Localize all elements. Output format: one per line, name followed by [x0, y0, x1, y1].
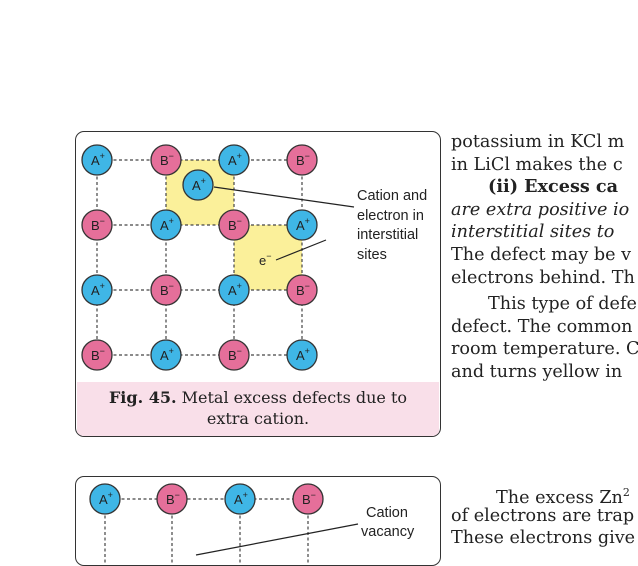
anion-ion: B− — [218, 339, 250, 371]
cation-ion: A+ — [182, 169, 214, 201]
annotation-cation-electron: Cation and electron in interstitial site… — [357, 188, 431, 263]
anion-ion: B− — [81, 339, 113, 371]
electron-label: e− — [259, 251, 272, 268]
text-line: The excess Zn2 — [496, 486, 630, 508]
anion-ion: B− — [286, 144, 318, 176]
anion-ion: B− — [150, 144, 182, 176]
text-line: and turns yellow in — [451, 361, 623, 382]
svg-text:B−: B− — [296, 151, 310, 168]
figure-caption: Fig. 45. Metal excess defects due to ext… — [77, 382, 439, 436]
text-line: These electrons give — [451, 528, 636, 549]
text-line: electrons behind. Th — [451, 267, 635, 288]
text-line: defect. The common — [451, 316, 633, 337]
text-line: The defect may be v — [451, 244, 632, 265]
cation-ion: A+ — [150, 209, 182, 241]
anion-ion: B− — [150, 274, 182, 306]
anion-ion: B− — [156, 483, 188, 515]
svg-text:A+: A+ — [160, 346, 174, 363]
svg-text:A+: A+ — [91, 151, 105, 168]
svg-text:B−: B− — [160, 151, 174, 168]
svg-text:A+: A+ — [296, 346, 310, 363]
body-text-top: potassium in KCl m in LiCl makes the c (… — [451, 131, 638, 384]
svg-text:A+: A+ — [99, 490, 113, 507]
text-line: (ii) Excess ca — [488, 176, 618, 198]
text-line: This type of defe — [488, 294, 637, 315]
svg-text:B−: B− — [91, 346, 105, 363]
cation-ion: A+ — [224, 483, 256, 515]
cation-ion: A+ — [89, 483, 121, 515]
cation-ion: A+ — [218, 274, 250, 306]
lattice-lines — [96, 159, 303, 356]
pointer-line-electron — [275, 239, 327, 261]
text-line: in LiCl makes the c — [451, 154, 623, 175]
figure-46: A+ B− A+ B− Cation vacancy — [75, 476, 441, 566]
text-line: potassium in KCl m — [451, 132, 625, 152]
cation-ion: A+ — [218, 144, 250, 176]
annotation-cation-vacancy: Cation vacancy — [361, 505, 415, 540]
svg-text:B−: B− — [160, 281, 174, 298]
text-line: interstitial sites to — [451, 222, 615, 243]
svg-text:A+: A+ — [234, 490, 248, 507]
lattice-diagram-2: A+ B− A+ B− Cation vacancy — [89, 483, 415, 565]
body-text-bottom: The excess Zn2 of electrons are trap The… — [451, 482, 638, 550]
svg-text:B−: B− — [302, 490, 316, 507]
svg-text:B−: B− — [228, 216, 242, 233]
pointer-line-vacancy — [195, 523, 359, 556]
svg-text:A+: A+ — [192, 176, 206, 193]
anion-ion: B− — [286, 274, 318, 306]
anion-ion: B− — [81, 209, 113, 241]
cation-ion: A+ — [286, 339, 318, 371]
cation-ion: A+ — [81, 144, 113, 176]
interstitial-highlight-electron — [234, 225, 302, 290]
svg-text:B−: B− — [228, 346, 242, 363]
cation-ion: A+ — [81, 274, 113, 306]
anion-ion: B− — [218, 209, 250, 241]
svg-text:B−: B− — [166, 490, 180, 507]
text-line: of electrons are trap — [451, 505, 635, 526]
anion-ion: B− — [292, 483, 324, 515]
lattice-diagram: A+ B− A+ B− B− A+ B− A+ A+ B− A+ B− B− A+ B− A+ A+ e− Ca… — [81, 144, 431, 371]
caption-text-line2: extra cation. — [206, 409, 310, 428]
svg-text:A+: A+ — [91, 281, 105, 298]
cation-ion: A+ — [150, 339, 182, 371]
pointer-line-cation — [213, 186, 355, 208]
svg-text:A+: A+ — [296, 216, 310, 233]
svg-text:A+: A+ — [228, 281, 242, 298]
cation-ion: A+ — [286, 209, 318, 241]
lattice-lines-2 — [104, 498, 309, 565]
caption-text: Metal excess defects due to — [176, 388, 408, 407]
text-line: room temperature. C — [451, 339, 638, 360]
figure-45: A+ B− A+ B− B− A+ B− A+ A+ B− A+ B− B− A+ B− A+ A+ e− Ca… — [75, 131, 441, 437]
svg-text:B−: B− — [296, 281, 310, 298]
svg-text:B−: B− — [91, 216, 105, 233]
svg-text:A+: A+ — [160, 216, 174, 233]
text-line: are extra positive io — [451, 199, 630, 220]
svg-text:A+: A+ — [228, 151, 242, 168]
caption-label: Fig. 45. — [108, 388, 177, 407]
